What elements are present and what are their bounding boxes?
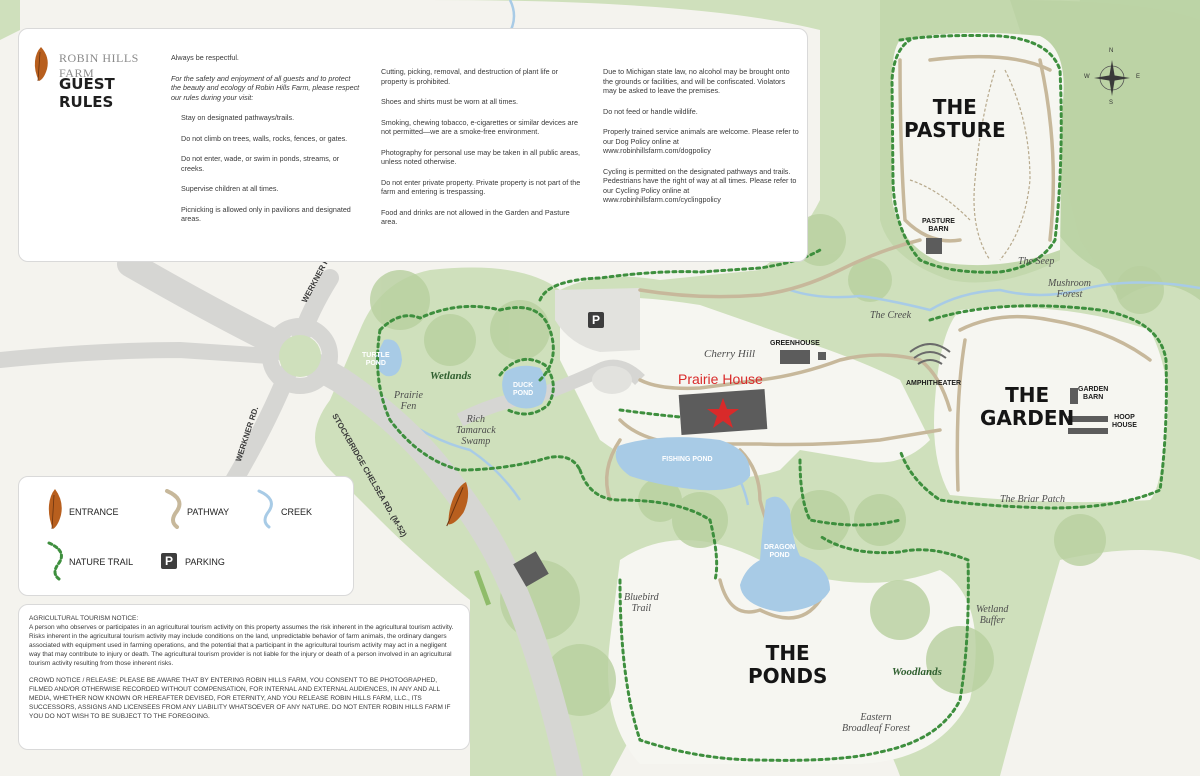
garden-barn-label: GARDEN BARN <box>1078 386 1109 402</box>
open-meadows <box>560 32 1200 776</box>
fishing-pond-label: FISHING POND <box>662 456 713 463</box>
rule-item: Do not enter, wade, or swim in ponds, st… <box>181 154 340 173</box>
the-briar-patch-label: The Briar Patch <box>1000 494 1065 505</box>
guest-rules-title: GUEST RULES <box>59 75 115 111</box>
cherry-hill-label: Cherry Hill <box>704 348 756 360</box>
brand-name: ROBIN HILLS FARM <box>59 51 139 80</box>
legend-nature-trail-label: NATURE TRAIL <box>69 557 134 567</box>
nature-trails <box>376 34 1168 762</box>
legend-creek-label: CREEK <box>281 507 313 517</box>
rule-item: Supervise children at all times. <box>181 184 279 193</box>
compass-w: W <box>1084 74 1090 80</box>
map-legend-panel: ENTRANCE PATHWAY CREEK NATURE TRAIL P PA… <box>18 476 354 596</box>
ponds <box>375 339 830 612</box>
rule-item: Cycling is permitted on the designated p… <box>603 167 799 205</box>
ag-notice-title: AGRICULTURAL TOURISM NOTICE: <box>29 615 139 622</box>
amphitheater-arcs <box>909 343 951 365</box>
feather-logo-icon <box>34 47 48 81</box>
notice-text: AGRICULTURAL TOURISM NOTICE: A person wh… <box>29 615 459 722</box>
the-seep-label: The Seep <box>1018 256 1055 267</box>
entrance-feather-map[interactable] <box>443 480 473 530</box>
parking-marker-letter: P <box>592 313 601 327</box>
rule-item: Food and drinks are not allowed in the G… <box>381 207 570 227</box>
parking-legend-icon: P <box>161 553 177 569</box>
entrance-building <box>513 551 549 587</box>
turtle-pond-shape <box>375 339 402 377</box>
rules-intro-italic: For the safety and enjoyment of all gues… <box>171 73 360 102</box>
area-label-ponds: THE PONDS <box>748 641 828 688</box>
duck-pond-shape <box>502 365 547 409</box>
pathway-legend-icon <box>165 489 182 529</box>
compass-s: S <box>1109 100 1114 106</box>
notice-panel: AGRICULTURAL TOURISM NOTICE: A person wh… <box>18 604 470 750</box>
rules-column-3: Due to Michigan state law, no alcohol ma… <box>603 67 799 216</box>
legend-pathway-label: PATHWAY <box>187 507 230 517</box>
parking-marker-map[interactable] <box>588 312 604 328</box>
wetland-buffer-label: Wetland Buffer <box>976 604 1009 626</box>
garden-barn-building <box>1070 388 1078 404</box>
prairie-fen-label: Prairie Fen <box>394 390 423 412</box>
rule-item: Do not feed or handle wildlife. <box>603 106 698 116</box>
eastern-broadleaf-forest-label: Eastern Broadleaf Forest <box>842 712 910 734</box>
legend-entrance-label: ENTRANCE <box>69 507 119 517</box>
entrance-feather-icon <box>48 489 62 529</box>
mushroom-forest-label: Mushroom Forest <box>1048 278 1091 300</box>
woodlands-label: Woodlands <box>892 666 942 678</box>
guest-rules-panel: ROBIN HILLS FARM GUEST RULES Always be r… <box>18 28 808 262</box>
prairie-house-label: Prairie House <box>678 371 763 387</box>
the-creek-label: The Creek <box>870 310 912 321</box>
legend-parking-label: PARKING <box>185 557 225 567</box>
rules-intro: Always be respectful. <box>171 53 239 62</box>
compass-n: N <box>1109 48 1114 54</box>
hoop-house-label: HOOP HOUSE <box>1112 414 1137 430</box>
amphitheater-label: AMPHITHEATER <box>906 380 962 387</box>
compass-rose <box>1094 60 1130 96</box>
dragon-pond-label: DRAGON POND <box>764 544 796 559</box>
duck-pond-label: DUCK POND <box>513 382 534 397</box>
crowd-notice: CROWD NOTICE / RELEASE: PLEASE BE AWARE … <box>29 676 451 720</box>
rule-item: Do not enter private property. Private p… <box>381 177 581 197</box>
rule-item: Picnicking is allowed only in pavilions … <box>181 204 351 224</box>
compass-e: E <box>1136 74 1141 80</box>
rule-item: Photography for personal use may be take… <box>381 147 580 167</box>
greenhouse-shed <box>818 352 826 360</box>
entrance-green-strip <box>473 570 491 606</box>
wetlands-label: Wetlands <box>430 370 472 382</box>
pasture-fences <box>909 69 1031 261</box>
dog-policy-link[interactable]: www.robinhillsfarm.com/dogpolicy <box>603 146 711 155</box>
rule-item: Stay on designated pathways/trails. <box>181 113 295 122</box>
pasture-barn-building <box>926 238 942 254</box>
turtle-pond-label: TURTLE POND <box>362 352 390 367</box>
rules-column-2: Cutting, picking, removal, and destructi… <box>381 67 581 238</box>
creek-legend-icon <box>257 489 273 529</box>
greenhouse-label: GREENHOUSE <box>770 340 820 347</box>
rule-item: Smoking, chewing tobacco, e-cigarettes o… <box>381 117 578 137</box>
prairie-house-star <box>707 398 739 428</box>
greenhouse-building <box>780 350 810 364</box>
pathways <box>604 54 1152 620</box>
area-label-garden: THE GARDEN <box>980 383 1075 430</box>
hoop-house-1 <box>1068 416 1108 422</box>
dog-policy-text: Properly trained service animals are wel… <box>603 127 799 146</box>
rule-item: Due to Michigan state law, no alcohol ma… <box>603 67 790 95</box>
ag-notice-body: A person who observes or participates in… <box>29 623 454 667</box>
bluebird-trail-label: Bluebird Trail <box>624 592 659 614</box>
tree-clusters <box>370 214 1164 716</box>
pasture-barn-label: PASTURE BARN <box>922 218 955 234</box>
fishing-pond-shape <box>615 437 751 491</box>
rule-item: Cutting, picking, removal, and destructi… <box>381 67 558 86</box>
rule-item: Do not climb on trees, walls, rocks, fen… <box>181 133 348 143</box>
rich-tamarack-swamp-label: Rich Tamarack Swamp <box>456 414 496 447</box>
hoop-house-2 <box>1068 428 1108 434</box>
rule-item: Properly trained service animals are wel… <box>603 127 799 156</box>
rules-column-1: Always be respectful. For the safety and… <box>171 53 361 235</box>
rule-item: Shoes and shirts must be worn at all tim… <box>381 97 519 106</box>
roundabout-island <box>279 335 321 377</box>
cycling-policy-link[interactable]: www.robinhillsfarm.com/cyclingpolicy <box>603 195 721 204</box>
cycling-policy-text: Cycling is permitted on the designated p… <box>603 166 797 195</box>
dragon-pond-shape <box>740 496 830 612</box>
nature-trail-legend-icon <box>47 541 63 581</box>
area-label-pasture: THE PASTURE <box>904 95 1006 142</box>
